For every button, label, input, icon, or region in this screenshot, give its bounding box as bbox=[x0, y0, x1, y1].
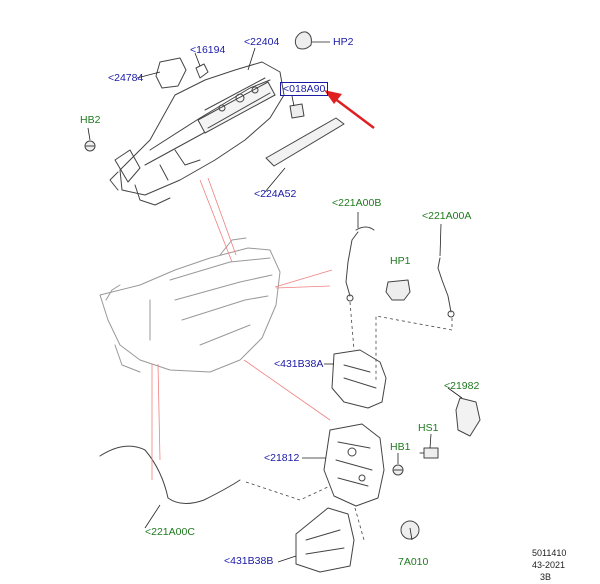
door-latch-21812 bbox=[323, 423, 385, 507]
callout-431b38a[interactable]: <431B38A bbox=[274, 358, 324, 370]
view-lines bbox=[151, 177, 333, 480]
routing-dashes bbox=[245, 301, 453, 541]
cover-431b38a bbox=[331, 349, 387, 409]
diagram-code: 5011410 bbox=[532, 548, 567, 558]
handle-carrier-assembly bbox=[109, 61, 285, 206]
callout-hb1[interactable]: HB1 bbox=[390, 441, 411, 453]
cover-431b38b bbox=[295, 507, 355, 573]
callout-7a010[interactable]: 7A010 bbox=[398, 556, 429, 568]
callout-16194[interactable]: <16194 bbox=[190, 44, 226, 56]
callout-21812[interactable]: <21812 bbox=[264, 452, 300, 464]
callout-224a52[interactable]: <224A52 bbox=[254, 188, 297, 200]
bracket-24784 bbox=[155, 57, 187, 89]
diagram-date: 43-2021 bbox=[532, 560, 566, 570]
callout-018a90-highlighted[interactable]: <018A90 bbox=[280, 82, 329, 96]
cable-221a00b bbox=[345, 226, 375, 302]
callout-22404[interactable]: <22404 bbox=[244, 36, 280, 48]
callout-hp2[interactable]: HP2 bbox=[333, 36, 354, 48]
cable-221a00c bbox=[99, 445, 241, 504]
callout-221a00b[interactable]: <221A00B bbox=[332, 197, 382, 209]
callout-24784[interactable]: <24784 bbox=[108, 72, 144, 84]
callout-21982[interactable]: <21982 bbox=[444, 380, 480, 392]
diagram-sheet: 3B bbox=[540, 572, 552, 582]
screw-hb2 bbox=[84, 140, 96, 152]
callout-431b38b[interactable]: <431B38B bbox=[224, 555, 274, 567]
striker-21982 bbox=[455, 397, 481, 437]
handle-strip-224a52 bbox=[265, 117, 345, 167]
callout-221a00c[interactable]: <221A00C bbox=[145, 526, 195, 538]
cable-221a00a bbox=[437, 257, 455, 318]
callout-221a00a[interactable]: <221A00A bbox=[422, 210, 472, 222]
callout-hp1[interactable]: HP1 bbox=[390, 255, 411, 267]
cap-hp2 bbox=[294, 31, 312, 50]
cap-hp1 bbox=[385, 279, 411, 301]
bolt-hb1 bbox=[392, 464, 404, 476]
cap-018a90 bbox=[289, 103, 305, 119]
callout-hb2[interactable]: HB2 bbox=[80, 114, 101, 126]
clip-16194 bbox=[195, 63, 209, 79]
leader-lines bbox=[87, 41, 463, 563]
callout-hs1[interactable]: HS1 bbox=[418, 422, 439, 434]
highlight-arrow bbox=[324, 90, 375, 129]
door-inner-panel-ghost bbox=[99, 237, 281, 373]
bushing-hs1 bbox=[419, 447, 439, 459]
